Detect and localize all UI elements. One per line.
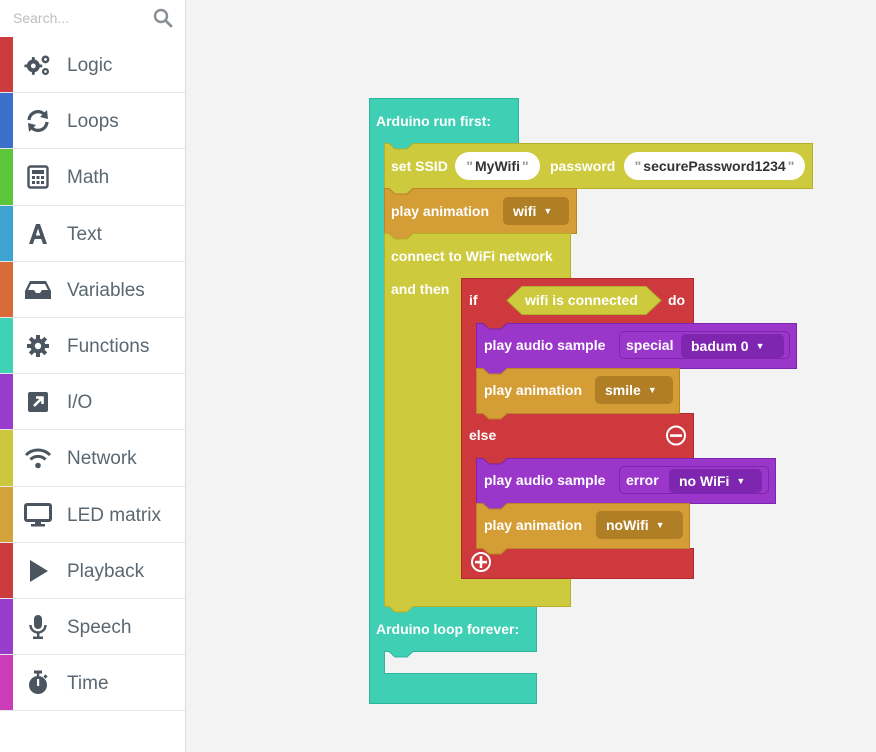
connect-wifi-label: connect to WiFi network [391,248,553,264]
category-color-bar [0,205,13,261]
set-ssid-label: set SSID [391,158,448,174]
condition-label: wifi is connected [525,292,638,308]
stopwatch-icon [24,670,52,696]
category-color-bar [0,598,13,655]
category-color-bar [0,37,13,93]
gear-icon [24,333,52,359]
category-text[interactable]: Text [0,205,185,262]
ssid-value: MyWifi [475,158,520,174]
play-icon [24,558,52,584]
category-variables[interactable]: Variables [0,261,185,318]
password-value: securePassword1234 [643,158,786,174]
category-label: Math [67,167,110,189]
gears-icon [24,52,52,78]
inbox-icon [24,277,52,303]
category-color-bar [0,486,13,542]
category-label: Network [67,448,137,470]
blocks-workspace[interactable]: Arduino run first: set SSID "MyWifi" pas… [187,0,876,752]
and-then-label: and then [391,281,450,297]
caret-down-icon: ▼ [755,341,765,351]
category-label: Text [67,223,102,245]
category-label: LED matrix [67,504,161,526]
audio-sample-dropdown[interactable]: no WiFi ▼ [669,469,762,493]
category-color-bar [0,430,13,486]
category-color-bar [0,542,13,598]
add-else-icon[interactable] [471,552,491,572]
category-label: Functions [67,335,150,357]
category-network[interactable]: Network [0,430,185,487]
calculator-icon [24,164,52,190]
category-playback[interactable]: Playback [0,542,185,599]
play-audio-label: play audio sample [484,337,606,353]
block-shapes [369,98,813,704]
category-color-bar [0,317,13,374]
category-loops[interactable]: Loops [0,93,185,150]
category-time[interactable]: Time [0,655,185,712]
category-io[interactable]: I/O [0,374,185,431]
dropdown-value: wifi [513,203,537,219]
monitor-icon [24,502,52,528]
dropdown-value: smile [605,382,641,398]
category-label: Logic [67,55,113,76]
category-led-matrix[interactable]: LED matrix [0,486,185,543]
do-label: do [668,292,686,308]
animation-dropdown[interactable]: wifi ▼ [503,197,569,225]
remove-else-icon[interactable] [666,425,686,446]
dropdown-value: noWifi [606,517,649,533]
audio-sample-dropdown[interactable]: badum 0 ▼ [681,334,784,358]
dropdown-value: badum 0 [691,338,749,354]
category-color-bar [0,149,13,205]
if-label: if [469,292,478,308]
ssid-text-field[interactable]: "MyWifi" [455,152,540,180]
dropdown-value: error [626,472,659,488]
play-audio-label: play audio sample [484,472,606,488]
search-icon[interactable] [153,8,173,28]
search-bar [0,0,185,37]
loop-forever-label: Arduino loop forever: [376,621,520,637]
condition-block[interactable] [506,286,662,315]
category-label: Time [67,673,109,695]
category-color-bar [0,93,13,149]
external-link-icon [24,389,52,415]
caret-down-icon: ▼ [736,476,746,486]
category-color-bar [0,655,13,711]
toolbox-sidebar: Logic Loops [0,0,186,752]
run-first-label: Arduino run first: [376,113,492,129]
play-animation-label: play animation [391,203,490,219]
animation-dropdown[interactable]: noWifi ▼ [596,511,683,539]
play-animation-label: play animation [484,382,583,398]
caret-down-icon: ▼ [543,206,553,216]
font-icon [24,221,52,247]
category-label: Loops [67,111,119,133]
category-list: Logic Loops [0,37,185,712]
dropdown-value: no WiFi [679,473,730,489]
microphone-icon [24,614,52,640]
play-animation-label: play animation [484,517,583,533]
category-functions[interactable]: Functions [0,317,185,375]
animation-dropdown[interactable]: smile ▼ [595,376,673,404]
dropdown-value: special [626,337,674,353]
category-logic[interactable]: Logic [0,37,185,94]
category-label: Speech [67,616,132,638]
password-text-field[interactable]: "securePassword1234" [624,152,805,180]
search-input[interactable] [6,6,153,30]
category-label: I/O [67,392,93,414]
else-label: else [469,427,497,443]
wifi-icon [24,445,52,471]
category-math[interactable]: Math [0,149,185,206]
password-label: password [550,158,616,174]
category-color-bar [0,261,13,317]
category-speech[interactable]: Speech [0,598,185,656]
category-color-bar [0,374,13,430]
refresh-icon [24,108,52,134]
category-label: Variables [67,279,145,301]
caret-down-icon: ▼ [655,520,665,530]
category-label: Playback [67,560,145,582]
caret-down-icon: ▼ [647,385,657,395]
